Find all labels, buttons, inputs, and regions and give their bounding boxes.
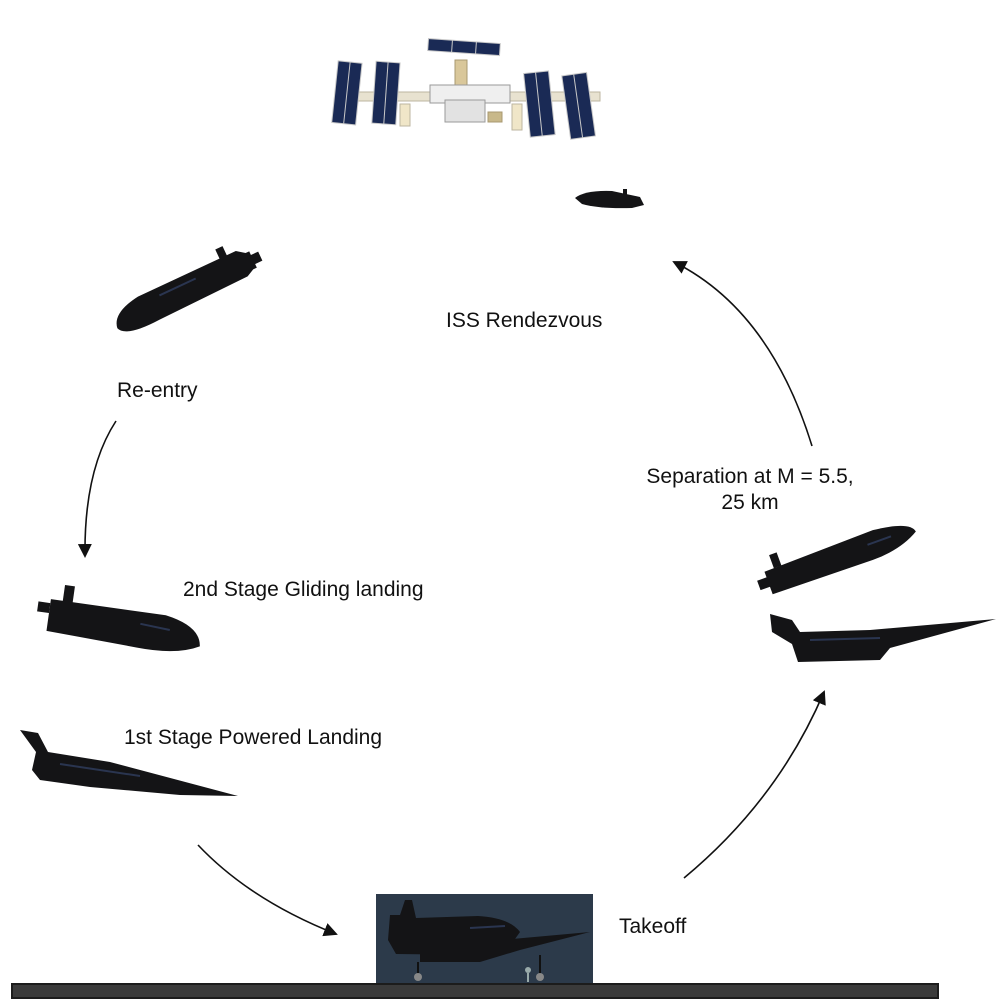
orbiter-reentry-icon [116,246,263,332]
carrier-landing-icon [20,730,238,796]
arrow-separation-to-rendezvous [672,261,813,447]
label-iss-rendezvous: ISS Rendezvous [446,309,603,332]
label-takeoff: Takeoff [619,915,687,938]
label-second-stage-gliding: 2nd Stage Gliding landing [183,578,424,601]
label-reentry: Re-entry [117,379,198,402]
runway-ground [11,983,939,999]
label-separation: Separation at M = 5.5, 25 km [630,464,870,516]
label-separation-line1: Separation at M = 5.5, [646,465,854,488]
iss-station-icon [331,38,601,140]
label-separation-line2: 25 km [721,491,779,514]
orbiter-gliding-icon [37,584,200,652]
takeoff-hangar-icon [376,894,593,984]
arrow-landing-to-hangar [197,844,338,937]
arrow-reentry-to-gliding [77,420,117,558]
separation-vehicles-icon [757,525,996,662]
arrow-takeoff-to-separation [683,690,826,879]
label-first-stage-powered: 1st Stage Powered Landing [124,726,383,749]
orbiter-rendezvous-icon [575,189,644,209]
